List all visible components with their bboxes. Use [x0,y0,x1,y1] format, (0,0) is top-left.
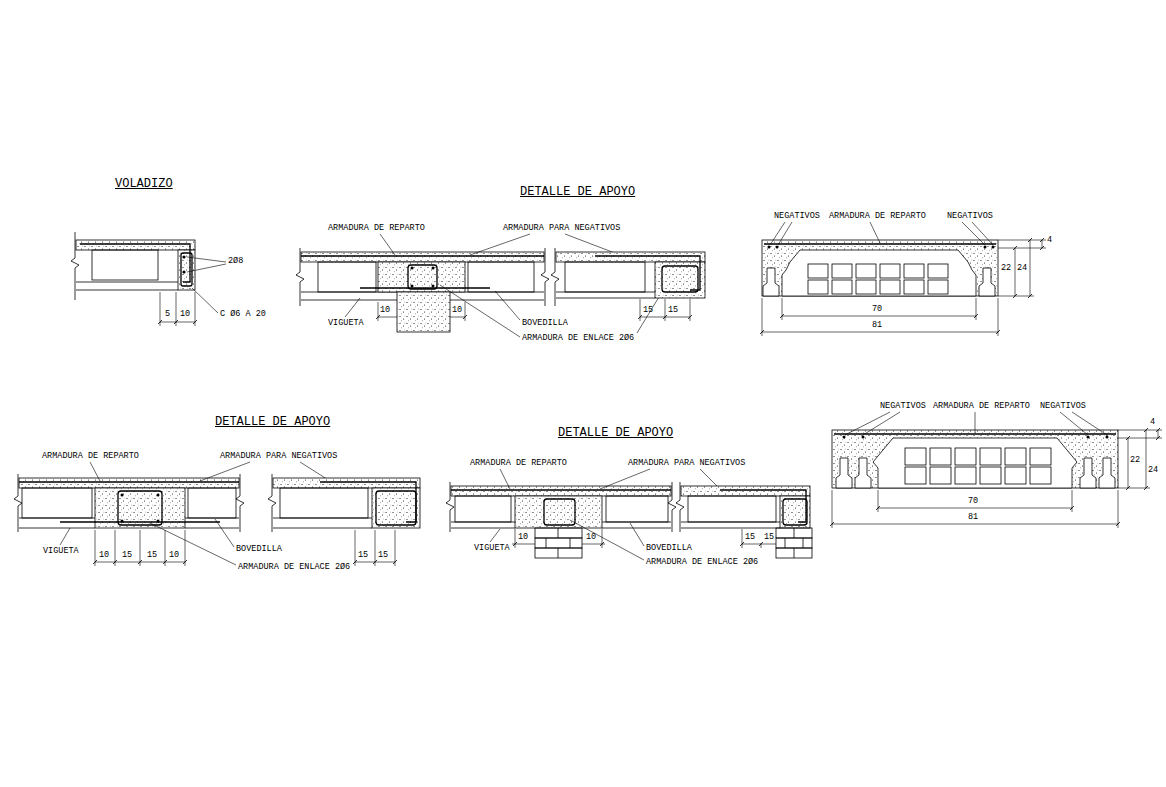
drawing-label: 15 [122,551,132,560]
drawing-label: 2Ø8 [228,257,243,266]
drawing-label: ARMADURA DE ENLACE 2Ø6 [238,563,350,572]
slab-cross-section [830,412,1162,528]
drawing-label: 15 [147,551,157,560]
drawing-label: 10 [169,551,179,560]
drawing-label: 5 [165,310,170,319]
drawing-label: NEGATIVOS [1040,402,1086,411]
drawing-label: BOVEDILLA [522,319,568,328]
drawing-label: BOVEDILLA [646,544,692,553]
drawing-label: 4 [1150,418,1155,427]
cantilever-detail [71,232,226,326]
drawing-label: ARMADURA DE ENLACE 2Ø6 [646,558,758,567]
detail-title: DETALLE DE APOYO [520,186,635,198]
drawing-label: C Ø6 A 20 [220,310,266,319]
detail-title: DETALLE DE APOYO [558,427,673,439]
drawing-label: 22 [1001,264,1011,273]
drawing-label: 4 [1047,236,1052,245]
detail-title: VOLADIZO [115,178,173,190]
drawing-label: 24 [1148,466,1158,475]
drawing-label: 81 [968,513,978,522]
drawing-label: 22 [1130,456,1140,465]
drawing-label: VIGUETA [43,547,79,556]
drawing-label: ARMADURA PARA NEGATIVOS [503,224,620,233]
drawing-label: ARMADURA PARA NEGATIVOS [628,459,745,468]
drawing-label: ARMADURA DE ENLACE 2Ø6 [522,334,634,343]
drawing-label: 70 [872,305,882,314]
drawing-label: VIGUETA [328,319,364,328]
drawing-label: 10 [518,533,528,542]
drawing-label: 15 [668,306,678,315]
slab-cross-section [760,222,1046,336]
drawing-label: 10 [586,533,596,542]
drawing-label: NEGATIVOS [947,212,993,221]
drawing-label: ARMADURA DE REPARTO [829,212,926,221]
support-detail-beam [14,462,420,566]
drawing-label: 15 [643,306,653,315]
drawing-label: 10 [452,306,462,315]
drawing-label: ARMADURA DE REPARTO [933,402,1030,411]
drawing-label: 70 [968,497,978,506]
support-detail-pier [296,234,705,337]
drawing-label: VIGUETA [474,544,510,553]
drawing-label: 15 [358,551,368,560]
drawing-label: 15 [378,551,388,560]
drawing-label: 15 [764,533,774,542]
drawing-label: ARMADURA PARA NEGATIVOS [220,452,337,461]
drawing-label: ARMADURA DE REPARTO [328,224,425,233]
drawing-label: NEGATIVOS [774,212,820,221]
drawing-label: 10 [99,551,109,560]
support-detail-brick-wall [446,469,812,560]
drawing-label: 81 [872,321,882,330]
drawing-label: NEGATIVOS [880,402,926,411]
drawing-label: 15 [745,533,755,542]
drawing-label: ARMADURA DE REPARTO [470,459,567,468]
drawing-label: 10 [380,306,390,315]
detail-title: DETALLE DE APOYO [215,416,330,428]
drawing-label: 24 [1017,264,1027,273]
drawing-label: BOVEDILLA [236,545,282,554]
drawing-label: 10 [180,310,190,319]
drawing-label: ARMADURA DE REPARTO [42,452,139,461]
